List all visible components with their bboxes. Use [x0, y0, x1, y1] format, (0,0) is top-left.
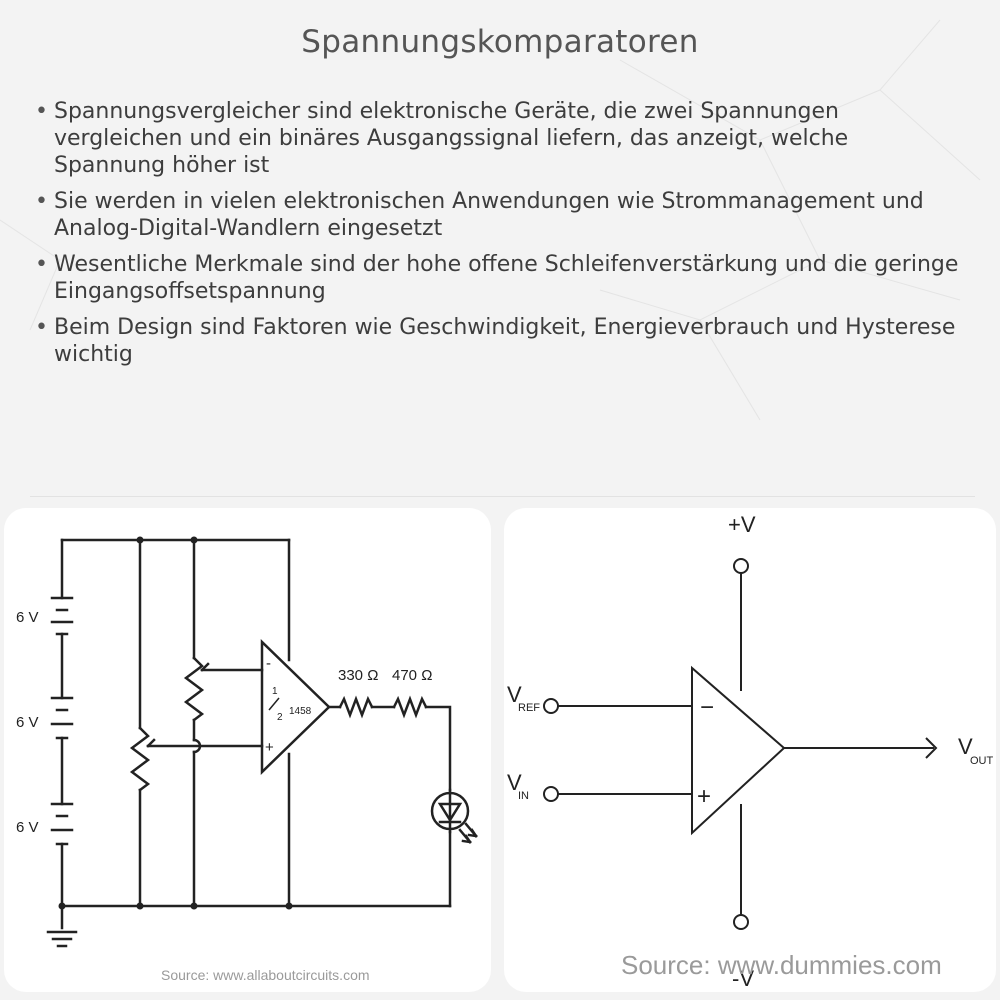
vin-label: V [507, 770, 522, 795]
bullet-dot: • [35, 315, 48, 340]
bullet-text: Wesentliche Merkmale sind der hohe offen… [54, 252, 959, 304]
battery-label: 6 V [16, 609, 39, 626]
vout-subscript: OUT [970, 755, 994, 767]
opamp-minus-sign: - [266, 655, 271, 672]
positive-supply-label: +V [728, 512, 756, 537]
opamp-fraction-numerator: 1 [272, 686, 278, 697]
resistor-330-label: 330 Ω [338, 667, 378, 684]
battery-label: 6 V [16, 714, 39, 731]
bullet-dot: • [35, 99, 48, 124]
bullet-item: •Spannungsvergleicher sind elektronische… [32, 98, 962, 179]
opamp-plus-sign: + [265, 739, 274, 756]
section-divider [30, 496, 975, 497]
bullet-text: Sie werden in vielen elektronischen Anwe… [54, 189, 924, 241]
resistor-470-label: 470 Ω [392, 667, 432, 684]
circuit-diagram-panel: 6 V 6 V 6 V - + 1 2 1458 330 Ω 470 Ω Sou… [4, 508, 491, 992]
vout-label: V [958, 734, 973, 759]
bullet-dot: • [35, 189, 48, 214]
comparator-circuit-schematic: 6 V 6 V 6 V - + 1 2 1458 330 Ω 470 Ω Sou… [16, 536, 478, 983]
battery-label: 6 V [16, 819, 39, 836]
bullet-list: •Spannungsvergleicher sind elektronische… [32, 98, 962, 377]
bullet-item: •Beim Design sind Faktoren wie Geschwind… [32, 314, 962, 368]
bullet-text: Spannungsvergleicher sind elektronische … [54, 99, 849, 178]
negative-supply-label: -V [732, 966, 754, 991]
noninverting-input-sign: + [697, 783, 711, 810]
opamp-part-number: 1458 [289, 706, 312, 717]
vref-subscript: REF [518, 702, 540, 714]
source-caption-left: Source: www.allaboutcircuits.com [161, 967, 370, 983]
comparator-symbol-panel: +V -V − + V REF V IN V OUT Source: www.d… [504, 508, 996, 992]
bullet-item: •Sie werden in vielen elektronischen Anw… [32, 188, 962, 242]
background-network-decoration [0, 19, 981, 421]
opamp-fraction-denominator: 2 [277, 712, 283, 723]
vref-label: V [507, 682, 522, 707]
comparator-symbol-schematic: +V -V − + V REF V IN V OUT Source: www.d… [507, 512, 994, 991]
page-title: Spannungskomparatoren [301, 24, 699, 60]
source-caption-right: Source: www.dummies.com [621, 950, 942, 980]
vin-subscript: IN [518, 790, 529, 802]
bullet-item: •Wesentliche Merkmale sind der hohe offe… [32, 251, 962, 305]
inverting-input-sign: − [700, 694, 714, 721]
bullet-dot: • [35, 252, 48, 277]
bullet-text: Beim Design sind Faktoren wie Geschwindi… [54, 315, 956, 367]
